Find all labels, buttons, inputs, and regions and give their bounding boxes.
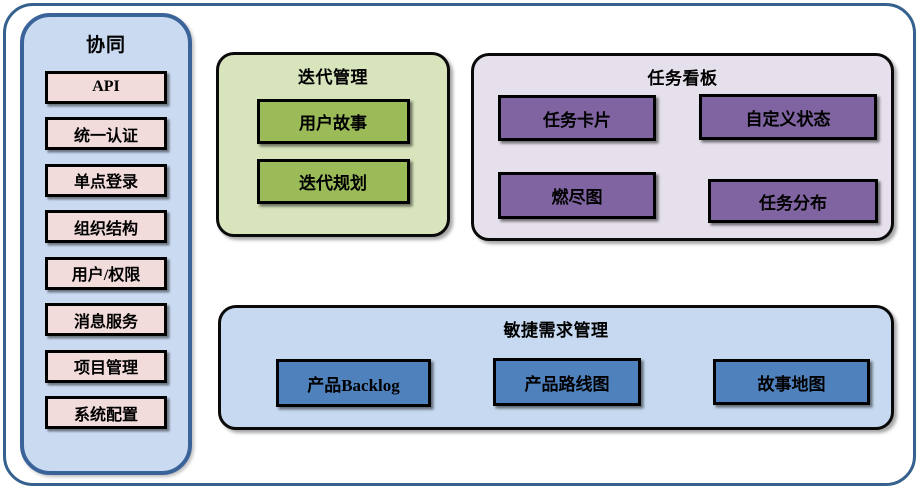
box-unified-auth: 统一认证 xyxy=(45,117,167,150)
outer-frame: 协同 API 统一认证 单点登录 组织结构 用户/权限 消息服务 项目管理 系统… xyxy=(3,3,916,486)
box-task-distribution: 任务分布 xyxy=(708,179,878,223)
box-iteration-planning: 迭代规划 xyxy=(256,159,410,204)
agile-requirements-panel-title: 敏捷需求管理 xyxy=(503,321,609,340)
box-project-management: 项目管理 xyxy=(45,349,167,383)
kanban-panel: 任务看板 任务卡片 自定义状态 燃尽图 任务分布 xyxy=(471,53,894,241)
box-burndown-chart: 燃尽图 xyxy=(498,172,656,219)
box-api: API xyxy=(45,70,167,104)
box-product-roadmap: 产品路线图 xyxy=(493,358,641,406)
sidebar-panel: 协同 API 统一认证 单点登录 组织结构 用户/权限 消息服务 项目管理 系统… xyxy=(20,13,192,475)
box-user-permissions: 用户/权限 xyxy=(45,256,167,290)
box-custom-status: 自定义状态 xyxy=(699,94,877,140)
box-story-map: 故事地图 xyxy=(713,359,870,405)
iteration-panel: 迭代管理 用户故事 迭代规划 xyxy=(216,52,450,237)
box-single-sign-on: 单点登录 xyxy=(45,163,167,197)
box-message-service: 消息服务 xyxy=(45,303,167,336)
box-org-structure: 组织结构 xyxy=(45,210,167,243)
box-task-card: 任务卡片 xyxy=(498,95,656,141)
agile-requirements-panel: 敏捷需求管理 产品Backlog 产品路线图 故事地图 xyxy=(218,305,894,430)
box-product-backlog: 产品Backlog xyxy=(276,359,431,407)
box-system-config: 系统配置 xyxy=(45,396,167,429)
iteration-panel-title: 迭代管理 xyxy=(298,68,368,87)
sidebar-title: 协同 xyxy=(85,35,126,56)
kanban-panel-title: 任务看板 xyxy=(647,69,718,88)
box-user-story: 用户故事 xyxy=(256,99,410,144)
